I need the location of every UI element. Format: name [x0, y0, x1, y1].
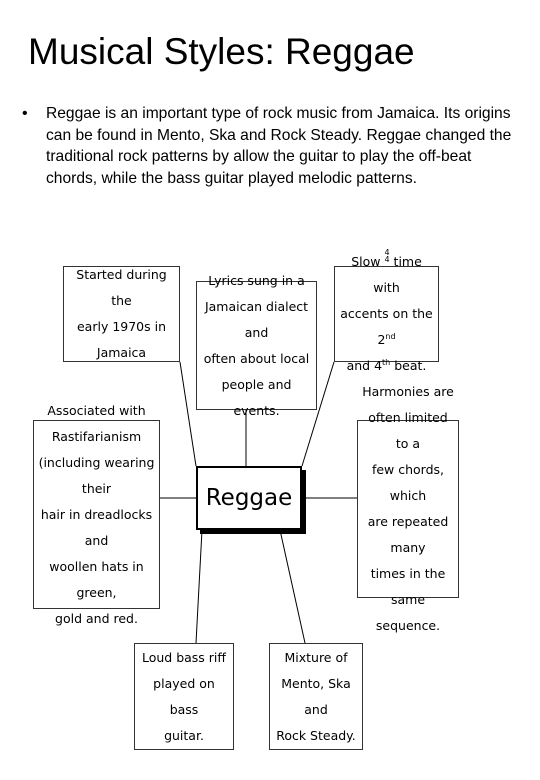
- bullet-point: • Reggae is an important type of rock mu…: [22, 103, 532, 189]
- node-started-text: Started during the early 1970s in Jamaic…: [76, 267, 167, 360]
- node-harmonies: Harmonies are often limited to a few cho…: [357, 384, 459, 633]
- node-associated: Associated with Rastifarianism (includin…: [33, 403, 160, 626]
- connector-bass: [195, 529, 203, 644]
- node-associated-text: Associated with Rastifarianism (includin…: [38, 402, 155, 626]
- connector-started: [179, 361, 197, 467]
- bullet-dot: •: [22, 105, 28, 122]
- center-node-reggae: Reggae: [196, 466, 302, 530]
- node-lyrics-text: Lyrics sung in a Jamaican dialect and of…: [203, 272, 310, 418]
- time-sup-nd: nd: [385, 331, 396, 341]
- time-beat: beat.: [390, 358, 427, 373]
- node-mixture: Mixture of Mento, Ska and Rock Steady.: [269, 643, 363, 750]
- node-bass-text: Loud bass riff played on bass guitar.: [141, 649, 227, 743]
- center-node-text: Reggae: [205, 485, 293, 511]
- time-signature-numerator: 4: [384, 248, 390, 257]
- bullet-text: Reggae is an important type of rock musi…: [46, 105, 512, 187]
- node-harmonies-text: Harmonies are often limited to a few cho…: [362, 384, 454, 633]
- time-and4: and 4: [346, 358, 383, 373]
- node-bass: Loud bass riff played on bass guitar.: [134, 643, 234, 750]
- time-signature-denominator: 4: [384, 255, 390, 264]
- time-slow: Slow: [351, 254, 381, 269]
- time-accents: time with accents on the 2: [340, 254, 433, 347]
- slide-title: Musical Styles: Reggae: [28, 31, 415, 72]
- node-lyrics: Lyrics sung in a Jamaican dialect and of…: [196, 273, 317, 418]
- time-sup-th: th: [382, 357, 391, 367]
- connector-time: [301, 361, 335, 467]
- node-started: Started during the early 1970s in Jamaic…: [63, 266, 180, 362]
- node-mixture-text: Mixture of Mento, Ska and Rock Steady.: [276, 649, 356, 743]
- connector-mixture: [279, 529, 306, 644]
